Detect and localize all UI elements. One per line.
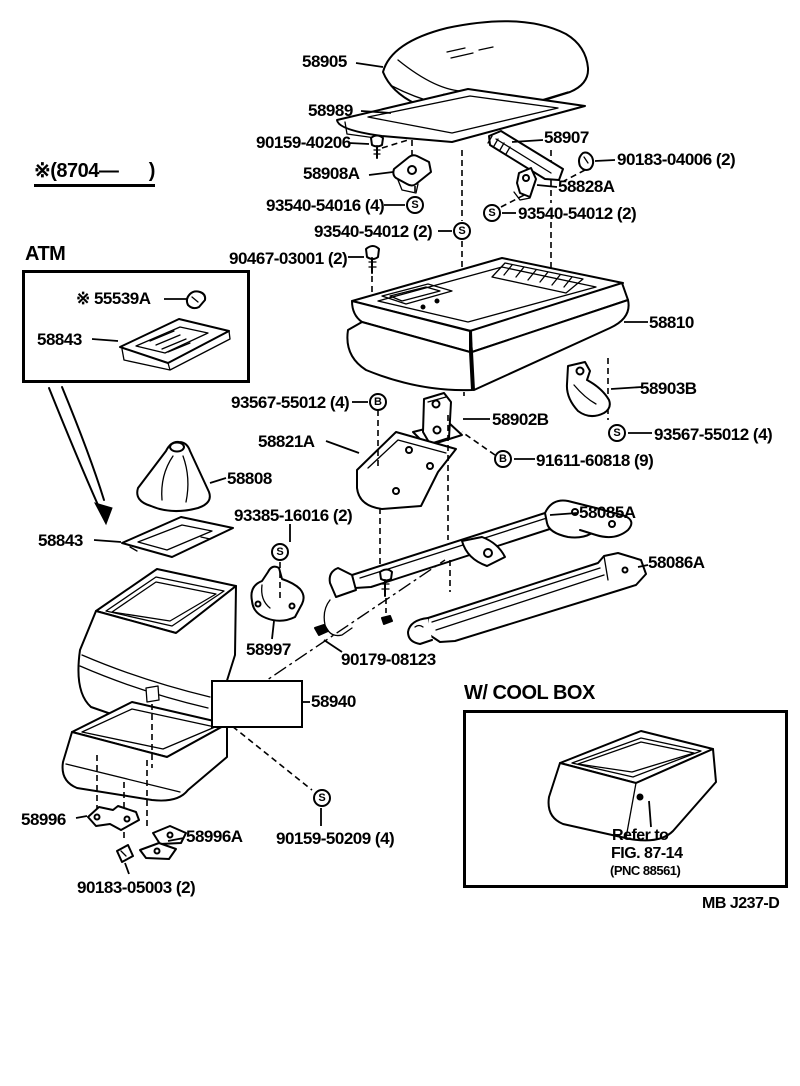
part-label-58997: 58997 bbox=[246, 640, 291, 659]
part-58903B-drawing bbox=[567, 362, 610, 416]
fastener-s-circle: S bbox=[483, 204, 501, 222]
atm-reference-arrow bbox=[49, 387, 112, 524]
part-label-58808: 58808 bbox=[227, 469, 272, 488]
part-label-58086A: 58086A bbox=[648, 553, 705, 572]
atm-section-box bbox=[22, 270, 250, 383]
part-label-58907: 58907 bbox=[544, 128, 589, 147]
fastener-s-circle: S bbox=[313, 789, 331, 807]
part-label-93567-55012-right: 93567-55012 (4) bbox=[654, 425, 773, 444]
part-90183-04006-clip bbox=[579, 153, 593, 171]
part-label-58902B: 58902B bbox=[492, 410, 549, 429]
production-date-note: ※(8704— ) bbox=[34, 161, 155, 187]
cool-box-note-line2: FIG. 87-14 bbox=[611, 845, 683, 862]
part-label-90183-05003: 90183-05003 (2) bbox=[77, 878, 196, 897]
part-58085A-drawing bbox=[324, 501, 631, 636]
part-58996-drawing bbox=[88, 806, 139, 830]
fastener-s-circle: S bbox=[406, 196, 424, 214]
part-label-93540-54012-right: 93540-54012 (2) bbox=[518, 204, 637, 223]
cool-box-note-line1: Refer to bbox=[612, 827, 669, 844]
atm-section-title: ATM bbox=[25, 243, 66, 265]
part-58821A-drawing bbox=[357, 432, 456, 509]
fastener-s-circle: S bbox=[271, 543, 289, 561]
part-58086A-drawing bbox=[408, 553, 646, 644]
part-label-93567-55012-left: 93567-55012 (4) bbox=[231, 393, 350, 412]
part-90179-08123-screws bbox=[315, 570, 392, 636]
part-90159-40206-screw bbox=[371, 136, 383, 159]
callout-box-58940 bbox=[212, 681, 302, 727]
part-label-90159-40206: 90159-40206 bbox=[256, 133, 351, 152]
part-label-91611-60818: 91611-60818 (9) bbox=[536, 451, 654, 470]
fastener-b-circle: B bbox=[494, 450, 512, 468]
part-58997-drawing bbox=[251, 567, 303, 621]
fastener-b-circle: B bbox=[369, 393, 387, 411]
part-58843-atm-drawing bbox=[120, 319, 230, 370]
part-label-58843-lower: 58843 bbox=[38, 531, 83, 550]
cool-box-section-box bbox=[463, 710, 788, 888]
fastener-s-circle: S bbox=[453, 222, 471, 240]
cool-box-note-line3: (PNC 88561) bbox=[610, 863, 681, 878]
leader-lines bbox=[76, 63, 652, 874]
part-label-58903B: 58903B bbox=[640, 379, 697, 398]
part-label-58908A: 58908A bbox=[303, 164, 360, 183]
figure-doc-code: MB J237-D bbox=[702, 895, 780, 912]
part-58808-drawing bbox=[137, 442, 210, 511]
part-label-93540-54016: 93540-54016 (4) bbox=[266, 196, 385, 215]
cool-box-section-title: W/ COOL BOX bbox=[464, 682, 595, 704]
part-90467-03001-screw bbox=[366, 246, 379, 273]
part-58908A-drawing bbox=[393, 155, 431, 193]
cool-box-drawing bbox=[549, 731, 716, 840]
part-58828A-drawing bbox=[514, 168, 536, 200]
part-label-58940: 58940 bbox=[311, 692, 356, 711]
part-58996A-drawing bbox=[140, 826, 186, 859]
part-58907-drawing bbox=[488, 131, 563, 180]
center-dash-dot-line bbox=[233, 560, 445, 703]
part-label-58989: 58989 bbox=[308, 101, 353, 120]
part-label-93385-16016: 93385-16016 (2) bbox=[234, 506, 353, 525]
part-label-90183-04006: 90183-04006 (2) bbox=[617, 150, 736, 169]
part-55539A-clip bbox=[187, 291, 205, 308]
part-label-58810: 58810 bbox=[649, 313, 694, 332]
part-58810-drawing bbox=[347, 258, 628, 390]
part-label-58996: 58996 bbox=[21, 810, 66, 829]
part-label-90159-50209: 90159-50209 (4) bbox=[276, 829, 395, 848]
fastener-s-circle: S bbox=[608, 424, 626, 442]
embossed-marks bbox=[447, 47, 493, 58]
part-label-58843-atm: 58843 bbox=[37, 330, 82, 349]
part-90183-05003-nut bbox=[117, 845, 133, 862]
part-label-58996A: 58996A bbox=[186, 827, 243, 846]
part-label-58905: 58905 bbox=[302, 52, 347, 71]
part-label-90467-03001: 90467-03001 (2) bbox=[229, 249, 348, 268]
part-label-58085A: 58085A bbox=[579, 503, 636, 522]
part-label-93540-54012-left: 93540-54012 (2) bbox=[314, 222, 433, 241]
part-label-58821A: 58821A bbox=[258, 432, 315, 451]
part-label-55539A: ※ 55539A bbox=[76, 289, 151, 308]
part-58940-drawing bbox=[63, 569, 236, 801]
part-label-90179-08123: 90179-08123 bbox=[341, 650, 436, 669]
part-58843-lower-drawing bbox=[122, 517, 233, 557]
part-label-58828A: 58828A bbox=[558, 177, 615, 196]
